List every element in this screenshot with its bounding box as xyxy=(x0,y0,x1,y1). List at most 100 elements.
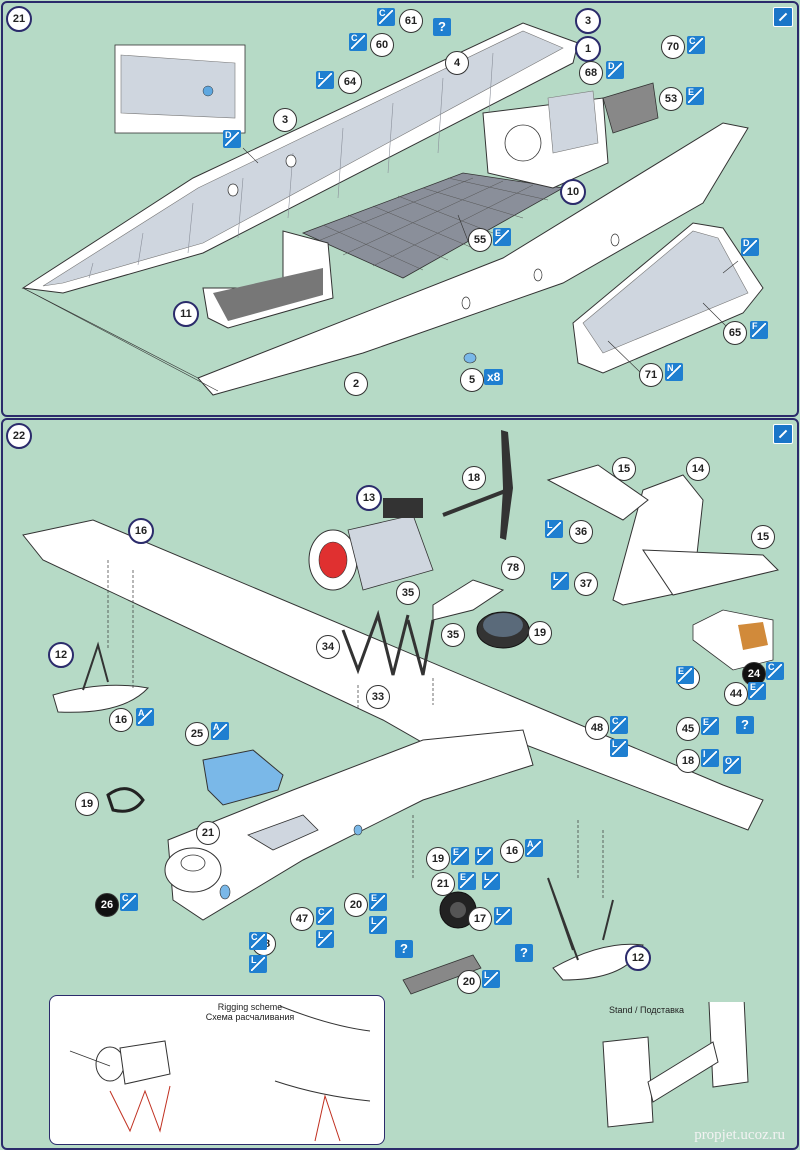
sprue-tag-o: O xyxy=(723,756,741,774)
step-22-drawing xyxy=(22,430,779,995)
cover-53 xyxy=(602,82,659,134)
part-callout: 19 xyxy=(75,792,99,816)
sprue-tag-c: C xyxy=(610,716,628,734)
part-callout: 55 xyxy=(468,228,492,252)
sprue-tag-e: E xyxy=(458,872,476,890)
sprue-tag-d: D xyxy=(223,130,241,148)
step-21-drawing xyxy=(21,22,764,396)
step-22-panel: 22 18 15 14 15 13 16 36 37 78 35 35 34 1… xyxy=(1,418,799,1150)
canopy-25 xyxy=(202,749,284,806)
sprue-tag-lr: L xyxy=(545,520,563,538)
gun-19 xyxy=(106,787,145,813)
part-callout: 70 xyxy=(661,35,685,59)
sprue-tag-f: F xyxy=(750,321,768,339)
sprue-tag-lr: L xyxy=(316,930,334,948)
part-callout: 18 xyxy=(676,749,700,773)
sprue-tag-lr: L xyxy=(551,572,569,590)
float-left-12 xyxy=(52,641,149,713)
part-callout: 21 xyxy=(431,872,455,896)
sprue-tag-i: I xyxy=(701,749,719,767)
sprue-tag-lr: L xyxy=(369,916,387,934)
part-callout: 15 xyxy=(612,457,636,481)
part-callout: 37 xyxy=(574,572,598,596)
part-callout: 17 xyxy=(468,907,492,931)
sprue-tag-lr: L xyxy=(482,970,500,988)
question-icon: ? xyxy=(433,18,451,36)
part-callout: 35 xyxy=(396,581,420,605)
engine-13 xyxy=(308,498,434,591)
part-callout: 21 xyxy=(196,821,220,845)
question-icon: ? xyxy=(515,944,533,962)
part-callout: 45 xyxy=(676,717,700,741)
part-callout: 36 xyxy=(569,520,593,544)
sprue-tag-c: C xyxy=(349,33,367,51)
porthole-icon xyxy=(202,85,214,97)
rigging-scheme-inset: Rigging scheme Схема расчаливания xyxy=(49,995,385,1145)
sprue-tag-n: N xyxy=(665,363,683,381)
question-icon: ? xyxy=(395,940,413,958)
part-callout: 34 xyxy=(316,635,340,659)
sprue-tag-l: L xyxy=(316,71,334,89)
part-callout: 33 xyxy=(366,685,390,709)
part-callout: 3 xyxy=(575,8,601,34)
part-callout: 26 xyxy=(95,893,119,917)
part-callout: 19 xyxy=(426,847,450,871)
sprue-tag-c: C xyxy=(120,893,138,911)
prop-shaft xyxy=(442,488,509,517)
part-callout: 78 xyxy=(501,556,525,580)
rigging-drawing xyxy=(69,1005,371,1142)
window-5-icon xyxy=(463,352,477,364)
part-callout: 10 xyxy=(560,179,586,205)
sprue-tag-e: E xyxy=(451,847,469,865)
hull-bottom-2 xyxy=(197,122,749,396)
part-callout: 71 xyxy=(639,363,663,387)
part-callout: 53 xyxy=(659,87,683,111)
fairing-78 xyxy=(432,579,505,621)
sprue-tag-a: A xyxy=(136,708,154,726)
part-callout: 2 xyxy=(344,372,368,396)
sprue-tag-e: E xyxy=(686,87,704,105)
porthole-icons xyxy=(227,154,620,310)
multiplier-badge: x8 xyxy=(484,369,504,385)
sprue-tag-d: D xyxy=(606,61,624,79)
window-icon xyxy=(353,824,363,836)
sprue-tag-c: C xyxy=(377,8,395,26)
stabilizer-15-left xyxy=(546,464,649,521)
question-icon: ? xyxy=(736,716,754,734)
part-callout: 48 xyxy=(585,716,609,740)
part-callout: 60 xyxy=(370,33,394,57)
sprue-tag-e: E xyxy=(701,717,719,735)
sprue-tag-lr: L xyxy=(475,847,493,865)
engine-struts xyxy=(341,609,435,676)
part-callout: 16 xyxy=(109,708,133,732)
part-callout: 1 xyxy=(575,36,601,62)
sprue-tag-c: C xyxy=(766,662,784,680)
rigging-title-en: Rigging scheme xyxy=(217,1002,283,1012)
part-callout: 15 xyxy=(751,525,775,549)
sprue-tag-c: C xyxy=(249,932,267,950)
part-callout: 12 xyxy=(48,642,74,668)
fuselage-21 xyxy=(167,729,534,921)
zoom-icon xyxy=(773,424,793,444)
sprue-tag-e: E xyxy=(369,893,387,911)
sprue-tag-a: A xyxy=(211,722,229,740)
step-number: 21 xyxy=(6,6,32,32)
part-callout: 20 xyxy=(457,970,481,994)
stand-label: Stand / Подставка xyxy=(609,1005,684,1015)
part-callout: 3 xyxy=(273,108,297,132)
part-callout: 61 xyxy=(399,9,423,33)
rigging-title-ru: Схема расчаливания xyxy=(205,1012,295,1022)
propeller-18 xyxy=(500,430,513,540)
rigging-title: Rigging scheme Схема расчаливания xyxy=(190,1002,310,1022)
window-icon xyxy=(219,884,231,900)
part-callout: 12 xyxy=(625,945,651,971)
sprue-tag-lr: L xyxy=(249,955,267,973)
zoom-icon xyxy=(773,7,793,27)
sprue-tag-a: A xyxy=(525,839,543,857)
stand-drawing xyxy=(602,1002,749,1128)
sprue-tag-e: E xyxy=(493,228,511,246)
part-callout: 47 xyxy=(290,907,314,931)
stabilizer-15-right xyxy=(642,549,779,596)
sprue-tag-c: C xyxy=(316,907,334,925)
